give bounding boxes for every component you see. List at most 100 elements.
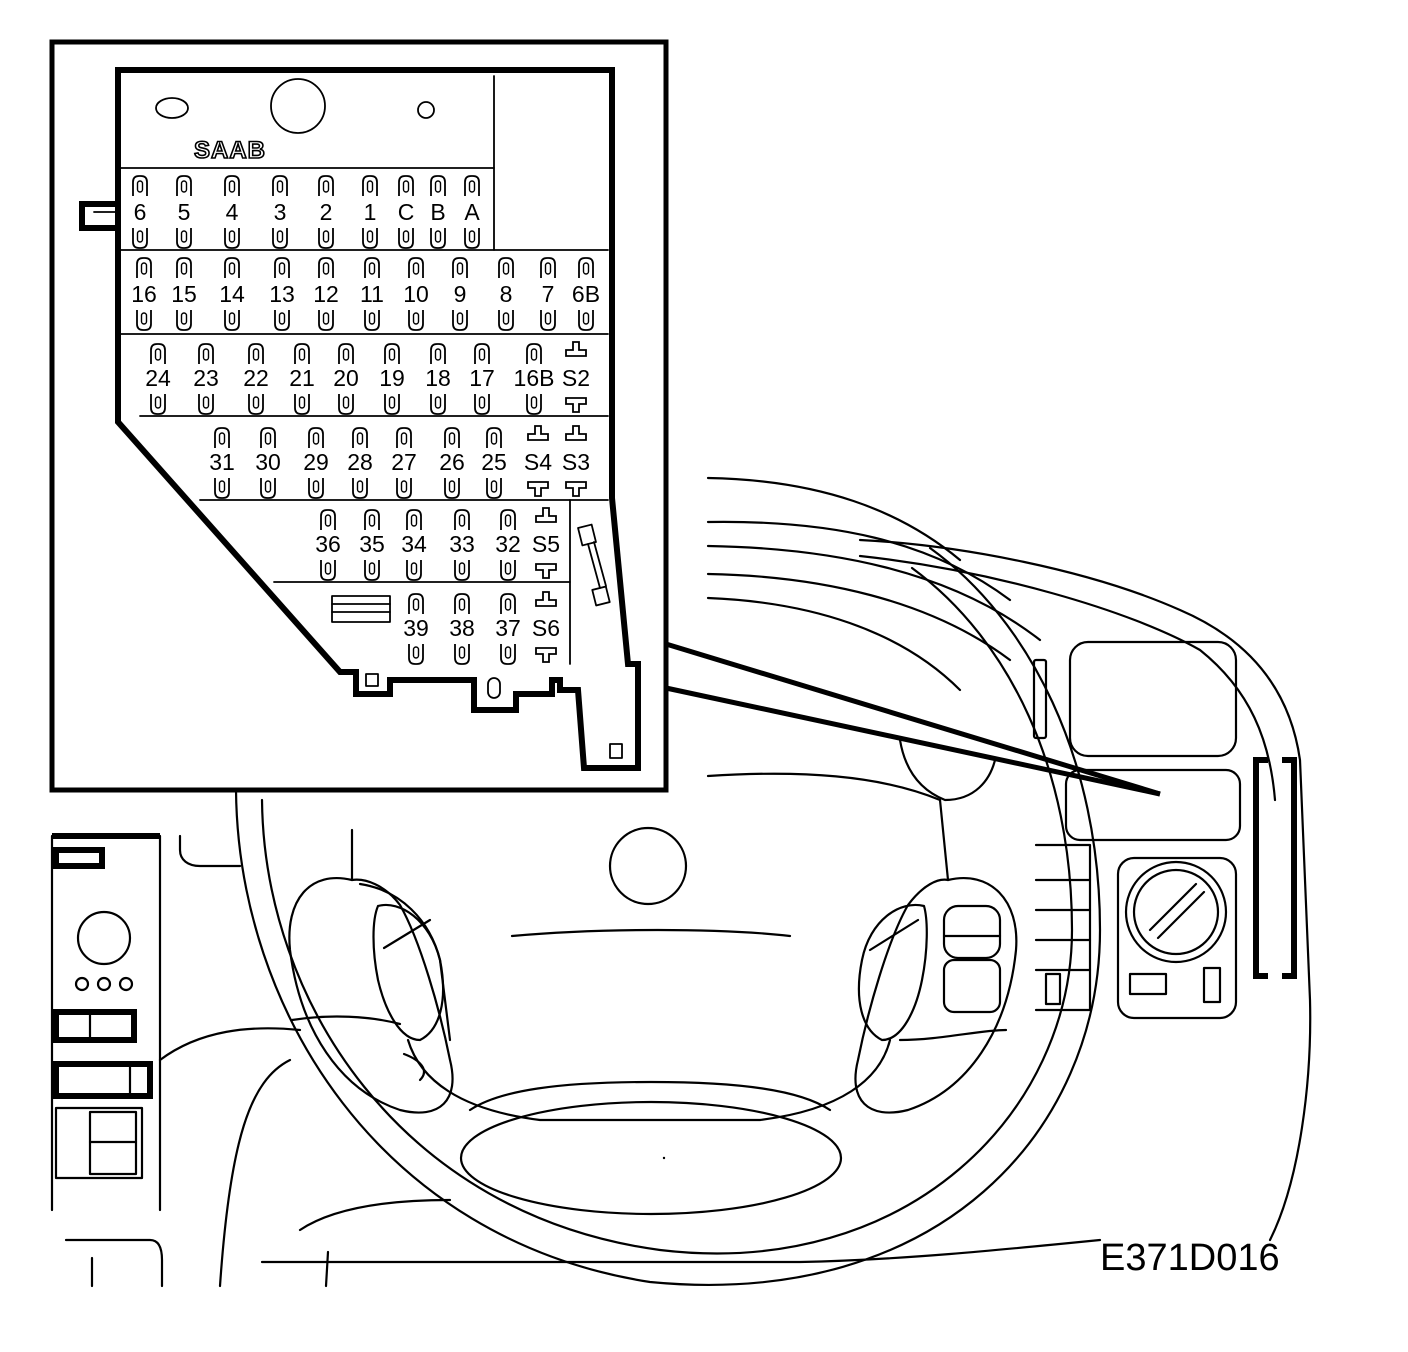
fuse-position: 27 [391, 427, 417, 499]
fuse-position: 32 [495, 509, 521, 581]
fuse-label: 10 [403, 281, 429, 307]
fuse-label: A [464, 199, 480, 225]
fuse-position: B [430, 175, 446, 249]
dashboard-scene [50, 476, 1312, 1288]
fuse-position: 4 [224, 175, 240, 249]
fuse-position: 33 [449, 509, 475, 581]
relay-label: S4 [524, 449, 552, 475]
fuse-position: 16B [514, 343, 554, 415]
fuse-label: 19 [379, 365, 405, 391]
fuse-position: 15 [171, 257, 197, 331]
fuse-position: 7 [540, 257, 556, 331]
fuse-label: 32 [495, 531, 521, 557]
right-spoke-pod [854, 877, 1018, 1114]
fuse-position: 3 [272, 175, 288, 249]
fuse-position: C [398, 175, 415, 249]
fuse-label: 24 [145, 365, 171, 391]
relay-label: S3 [562, 449, 590, 475]
fuse-position: 12 [313, 257, 339, 331]
fuse-label: 5 [178, 199, 191, 225]
steering-wheel-rim [234, 546, 1102, 1286]
fuse-label: C [398, 199, 415, 225]
fuse-position: 18 [425, 343, 451, 415]
fuse-label: 31 [209, 449, 235, 475]
fuse-position: 1 [362, 175, 378, 249]
fuse-label: 1 [364, 199, 377, 225]
fuse-position: 19 [379, 343, 405, 415]
fuse-position: 38 [449, 593, 475, 665]
fuse-label: 35 [359, 531, 385, 557]
fuse-label: 16 [131, 281, 157, 307]
fuse-position: 37 [495, 593, 521, 665]
fuse-position: 34 [401, 509, 427, 581]
fuse-position: A [464, 175, 480, 249]
fuse-label: 36 [315, 531, 341, 557]
fuse-label: 15 [171, 281, 197, 307]
fuse-position: 25 [481, 427, 507, 499]
relay-label: S5 [532, 531, 560, 557]
relay-position: S5 [532, 507, 560, 579]
callout-pointer [665, 641, 1161, 797]
airbag-hub [459, 1100, 843, 1216]
fuse-label: 7 [542, 281, 555, 307]
fuse-position: 30 [255, 427, 281, 499]
fuse-position: 36 [315, 509, 341, 581]
relay-label: S6 [532, 615, 560, 641]
fuse-label: 33 [449, 531, 475, 557]
fuse-label: 25 [481, 449, 507, 475]
left-spoke-pod [288, 877, 454, 1114]
fuse-position: 26 [439, 427, 465, 499]
left-knob [76, 910, 132, 966]
fuse-label: 38 [449, 615, 475, 641]
fuse-label: 29 [303, 449, 329, 475]
fuse-label: 22 [243, 365, 269, 391]
relay-position: S2 [562, 341, 590, 413]
fuse-label: 12 [313, 281, 339, 307]
fuse-position: 13 [269, 257, 295, 331]
fuse-label: 2 [320, 199, 333, 225]
fuse-label: 8 [500, 281, 513, 307]
fuse-position: 10 [403, 257, 429, 331]
light-switch-housing [1116, 856, 1238, 1020]
fuse-position: 11 [360, 257, 384, 331]
fuse-label: 6B [572, 281, 600, 307]
fuse-label: 17 [469, 365, 495, 391]
fuse-label: 3 [274, 199, 287, 225]
vent-rect-lower [1064, 768, 1242, 842]
fuse-label: 34 [401, 531, 427, 557]
fuse-position: 9 [452, 257, 468, 331]
fuse-position: 20 [333, 343, 359, 415]
relay-position: S6 [532, 591, 560, 663]
fuse-label: 26 [439, 449, 465, 475]
fuse-position: 22 [243, 343, 269, 415]
fuse-label: 30 [255, 449, 281, 475]
fuse-label: 9 [454, 281, 467, 307]
fuse-position: 8 [498, 257, 514, 331]
fuse-label: 14 [219, 281, 245, 307]
fuse-position: 39 [403, 593, 429, 665]
fuse-position: 5 [176, 175, 192, 249]
fuse-label: 20 [333, 365, 359, 391]
fuse-label: 28 [347, 449, 373, 475]
fuse-position: 31 [209, 427, 235, 499]
fuse-label: B [430, 199, 445, 225]
fuse-label: 6 [134, 199, 147, 225]
fuse-label: 27 [391, 449, 417, 475]
fuse-position: 21 [289, 343, 315, 415]
fuse-label: 21 [289, 365, 315, 391]
fuse-label: 13 [269, 281, 295, 307]
fuse-position: 14 [219, 257, 245, 331]
fuse-position: 6B [572, 257, 600, 331]
fuse-position: 17 [469, 343, 495, 415]
fuse-label: 23 [193, 365, 219, 391]
vent-rect-upper [1068, 640, 1238, 758]
fuse-position: 6 [132, 175, 148, 249]
fuse-position: 28 [347, 427, 373, 499]
fuse-position: 29 [303, 427, 329, 499]
fuse-position: 35 [359, 509, 385, 581]
fuse-position: 24 [145, 343, 171, 415]
